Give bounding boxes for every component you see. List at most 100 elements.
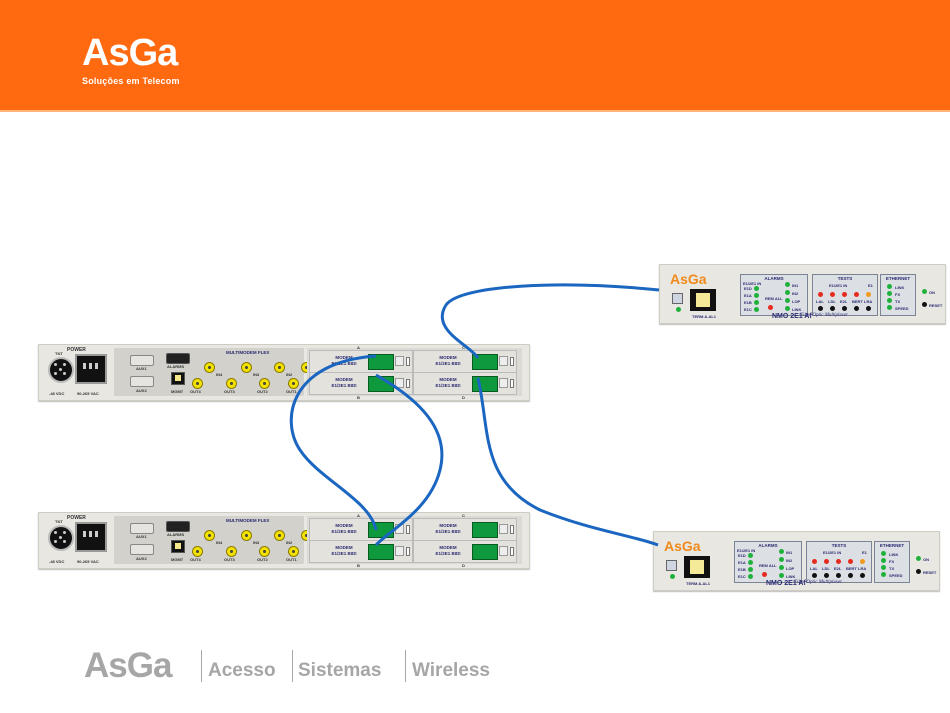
- bnc-connector-out[interactable]: [192, 546, 203, 557]
- bnc-connector-out[interactable]: [288, 378, 299, 389]
- test-label: LRA: [858, 566, 867, 571]
- test-button[interactable]: [854, 306, 859, 311]
- power-label: POWER: [67, 515, 86, 521]
- ethernet-label: SPEED: [895, 306, 909, 311]
- modem-latch[interactable]: [510, 525, 514, 534]
- alarms-port[interactable]: [166, 353, 190, 364]
- fiber-connector[interactable]: [472, 522, 498, 538]
- modem-latch[interactable]: [406, 379, 410, 388]
- bnc-connector-out[interactable]: [288, 546, 299, 557]
- test-led[interactable]: [842, 292, 847, 297]
- bnc-connector-out[interactable]: [259, 378, 270, 389]
- test-button[interactable]: [824, 573, 829, 578]
- test-button[interactable]: [818, 306, 823, 311]
- header-brand: AsGa: [82, 32, 178, 74]
- connector-pin: [63, 531, 66, 534]
- terminal-port[interactable]: [684, 556, 710, 578]
- test-led[interactable]: [812, 559, 817, 564]
- test-button[interactable]: [830, 306, 835, 311]
- aux2-port[interactable]: [130, 544, 154, 555]
- fiber-connector[interactable]: [472, 354, 498, 370]
- modem-latch[interactable]: [510, 547, 514, 556]
- cable-rack-top-d-to-nmo-bottom[interactable]: [476, 377, 659, 547]
- modem-latch[interactable]: [406, 525, 410, 534]
- slot-label-c: C: [462, 345, 465, 350]
- slot-label-c: C: [462, 513, 465, 518]
- alarm-group-label: E1/2E1 IN: [737, 548, 756, 553]
- test-button[interactable]: [860, 573, 865, 578]
- bnc-pin: [208, 534, 211, 537]
- ethernet-led: [881, 572, 886, 577]
- mgmt-port[interactable]: [171, 540, 185, 553]
- test-led[interactable]: [836, 559, 841, 564]
- fiber-connector[interactable]: [368, 544, 394, 560]
- test-led[interactable]: [830, 292, 835, 297]
- fiber-connector[interactable]: [368, 354, 394, 370]
- cable-rack-top-b-to-rack-bottom-b[interactable]: [374, 373, 444, 547]
- modem-latch[interactable]: [510, 357, 514, 366]
- bnc-pin: [196, 382, 199, 385]
- bnc-connector-in[interactable]: [274, 530, 285, 541]
- modem-latch[interactable]: [406, 547, 410, 556]
- bnc-connector-out[interactable]: [259, 546, 270, 557]
- test-button[interactable]: [812, 573, 817, 578]
- dc-power-connector[interactable]: [48, 525, 74, 551]
- bnc-connector-out[interactable]: [226, 546, 237, 557]
- footer-divider: [201, 650, 202, 682]
- connector-pin: [95, 531, 98, 537]
- bnc-connector-out[interactable]: [192, 378, 203, 389]
- ethernet-led: [887, 298, 892, 303]
- bnc-out-label: OUT2: [257, 389, 268, 394]
- fiber-connector[interactable]: [368, 522, 394, 538]
- fiber-connector[interactable]: [472, 376, 498, 392]
- cable-rack-top-a-to-rack-bottom-a[interactable]: [289, 354, 378, 531]
- test-led[interactable]: [824, 559, 829, 564]
- modem-latch[interactable]: [406, 357, 410, 366]
- mgmt-port[interactable]: [171, 372, 185, 385]
- bnc-connector-in[interactable]: [241, 530, 252, 541]
- bnc-connector-out[interactable]: [226, 378, 237, 389]
- bnc-connector-in[interactable]: [274, 362, 285, 373]
- bnc-connector-in[interactable]: [204, 530, 215, 541]
- fiber-connector[interactable]: [472, 544, 498, 560]
- modem-model: E1/2E1 BIDI: [435, 529, 461, 534]
- test-led[interactable]: [818, 292, 823, 297]
- modem-model: E1/2E1 BIDI: [331, 383, 357, 388]
- test-button[interactable]: [848, 573, 853, 578]
- dc-power-connector[interactable]: [48, 357, 74, 383]
- connector-pin: [63, 372, 66, 375]
- test-button[interactable]: [842, 306, 847, 311]
- aux1-port[interactable]: [130, 355, 154, 366]
- alarm-label: E1D: [744, 286, 752, 291]
- test-led[interactable]: [848, 559, 853, 564]
- aux2-port[interactable]: [130, 376, 154, 387]
- test-led[interactable]: [854, 292, 859, 297]
- bnc-in-label: IN4: [216, 540, 223, 545]
- alarms-port[interactable]: [166, 521, 190, 532]
- test-button[interactable]: [836, 573, 841, 578]
- test-led[interactable]: [860, 559, 865, 564]
- ac-power-connector[interactable]: [75, 354, 107, 384]
- cable-nmo-top-to-rack-top-c[interactable]: [440, 283, 660, 359]
- reset-button[interactable]: [922, 302, 927, 307]
- reset-button[interactable]: [916, 569, 921, 574]
- test-button[interactable]: [866, 306, 871, 311]
- terminal-port[interactable]: [690, 289, 716, 311]
- test-led[interactable]: [866, 292, 871, 297]
- bnc-connector-in[interactable]: [204, 362, 215, 373]
- aux1-port[interactable]: [130, 523, 154, 534]
- bnc-connector-in[interactable]: [241, 362, 252, 373]
- ac-power-connector[interactable]: [75, 522, 107, 552]
- modem-latch[interactable]: [510, 379, 514, 388]
